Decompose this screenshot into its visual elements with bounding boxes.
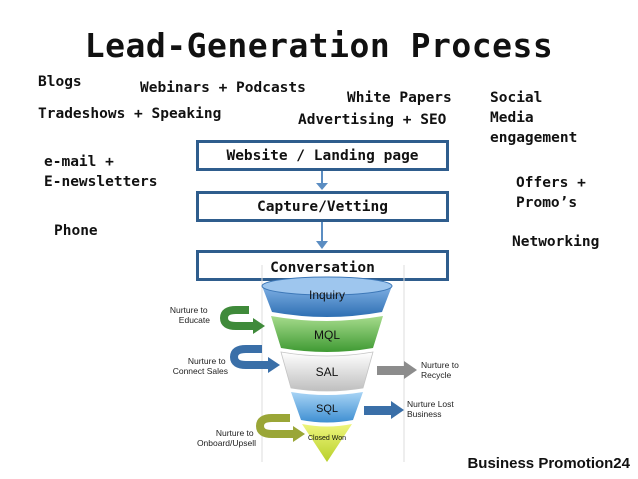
nurture-educate-label: Nurture to Educate — [170, 305, 210, 325]
funnel-stage-closed-won: Closed Won — [302, 424, 352, 462]
source-offers-line-1: Offers + — [516, 175, 586, 191]
source-email-line-2: E-newsletters — [44, 174, 158, 190]
source-advertising: Advertising + SEO — [298, 112, 447, 128]
source-email-line-1: e-mail + — [44, 154, 114, 170]
funnel-label-inquiry: Inquiry — [309, 288, 345, 302]
nurture-connect-sales-arrow — [229, 345, 280, 373]
source-phone: Phone — [54, 223, 98, 239]
nurture-onboard-arrow — [255, 414, 305, 442]
nurture-recycle-label: Nurture to Recycle — [421, 360, 461, 380]
source-tradeshows: Tradeshows + Speaking — [38, 106, 222, 122]
funnel-stage-mql: MQL — [271, 316, 383, 352]
nurture-educate-line-2: Educate — [179, 315, 210, 325]
source-email: e-mail + E-newsletters — [44, 152, 158, 192]
nurture-connect-sales-label: Nurture to Connect Sales — [173, 356, 228, 376]
funnel-stage-inquiry: Inquiry — [261, 276, 393, 317]
brand-watermark: Business Promotion24 — [467, 455, 630, 472]
nurture-recycle-line-2: Recycle — [421, 370, 452, 380]
nurture-onboard-line-2: Onboard/Upsell — [197, 438, 256, 448]
process-step-capture-label: Capture/Vetting — [257, 198, 388, 215]
funnel-stage-sql: SQL — [291, 392, 363, 423]
source-white-papers: White Papers — [347, 90, 452, 106]
nurture-onboard-label: Nurture to Onboard/Upsell — [197, 428, 256, 448]
source-social-line-3: engagement — [490, 130, 578, 146]
source-offers-line-2: Promo’s — [516, 195, 578, 211]
nurture-connect-sales-line: Nurture to — [188, 356, 226, 366]
nurture-lost-business-arrow — [364, 401, 404, 419]
nurture-lost-business-line: Nurture Lost — [407, 399, 454, 409]
funnel-stage-sal: SAL — [280, 351, 374, 392]
source-offers: Offers + Promo’s — [516, 173, 586, 213]
funnel-label-mql: MQL — [314, 328, 340, 342]
process-arrow-1 — [316, 171, 328, 190]
funnel-label-sal: SAL — [316, 365, 339, 379]
process-step-capture: Capture/Vetting — [196, 191, 449, 222]
source-networking: Networking — [512, 234, 600, 250]
nurture-recycle-arrow — [377, 361, 417, 379]
nurture-educate-line: Nurture to — [170, 305, 208, 315]
funnel-label-closed-won: Closed Won — [308, 435, 346, 442]
nurture-lost-business-label: Nurture Lost Business — [407, 399, 456, 419]
source-social-line-1: Social — [490, 90, 543, 106]
page-title: Lead-Generation Process — [84, 26, 554, 65]
nurture-recycle-line: Nurture to — [421, 360, 459, 370]
funnel-label-sql: SQL — [316, 403, 338, 415]
process-step-conversation-label: Conversation — [270, 260, 375, 276]
process-step-website: Website / Landing page — [196, 140, 449, 171]
source-blogs: Blogs — [38, 74, 82, 90]
source-social-line-2: Media — [490, 110, 534, 126]
process-arrow-2 — [316, 222, 328, 249]
source-social: Social Media engagement — [490, 88, 577, 148]
process-step-website-label: Website / Landing page — [226, 147, 419, 164]
source-webinars: Webinars + Podcasts — [140, 80, 306, 96]
nurture-lost-business-line-2: Business — [407, 409, 442, 419]
nurture-connect-sales-line-2: Connect Sales — [173, 366, 228, 376]
nurture-educate-arrow — [219, 306, 265, 334]
nurture-onboard-line: Nurture to — [216, 428, 254, 438]
